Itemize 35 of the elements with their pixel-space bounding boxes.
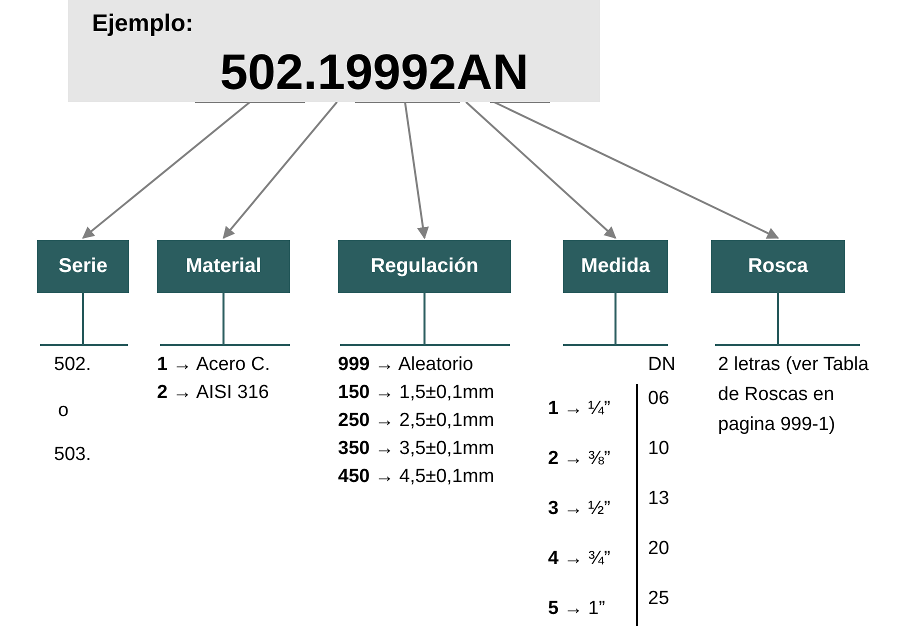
product-code: 502.19992AN bbox=[220, 44, 529, 100]
spec-text: 20 bbox=[648, 538, 670, 560]
arrow bbox=[494, 101, 780, 239]
heading: Ejemplo: bbox=[92, 10, 194, 38]
spec-text: 10 bbox=[648, 438, 670, 460]
category-header: Rosca bbox=[711, 240, 845, 293]
arrow bbox=[404, 102, 429, 240]
spec-text: 5 → 1” bbox=[548, 598, 606, 620]
category-header: Regulación bbox=[338, 240, 511, 293]
spec-text: 350 → 3,5±0,1mm bbox=[338, 438, 494, 460]
spec-text: 450 → 4,5±0,1mm bbox=[338, 466, 494, 488]
spec-text: 2 → AISI 316 bbox=[157, 382, 269, 404]
spec-text: o bbox=[58, 400, 69, 422]
spec-text: 13 bbox=[648, 488, 670, 510]
arrow bbox=[222, 101, 338, 239]
category-header: Medida bbox=[563, 240, 668, 293]
arrow bbox=[82, 101, 251, 239]
category-header: Material bbox=[157, 240, 290, 293]
spec-text: 502. bbox=[54, 354, 91, 376]
spec-text: 150 → 1,5±0,1mm bbox=[338, 382, 494, 404]
spec-text: 250 → 2,5±0,1mm bbox=[338, 410, 494, 432]
spec-text: 3 → ½” bbox=[548, 498, 610, 520]
spec-text: DN bbox=[648, 354, 676, 376]
spec-text: 2 letras (ver Tabla de Roscas en pagina 999-1) bbox=[718, 353, 870, 437]
spec-text: 2 → ⅜” bbox=[548, 448, 610, 470]
spec-text: 999 → Aleatorio bbox=[338, 354, 474, 376]
example-panel bbox=[68, 0, 600, 102]
spec-text: 503. bbox=[54, 444, 91, 466]
spec-text: 06 bbox=[648, 388, 670, 410]
spec-text: 4 → ¾” bbox=[548, 548, 610, 570]
spec-text: 1 → Acero C. bbox=[157, 354, 270, 376]
category-header: Serie bbox=[37, 240, 129, 293]
arrow bbox=[465, 101, 616, 239]
spec-text: 25 bbox=[648, 588, 670, 610]
spec-text: 1 → ¼” bbox=[548, 398, 610, 420]
